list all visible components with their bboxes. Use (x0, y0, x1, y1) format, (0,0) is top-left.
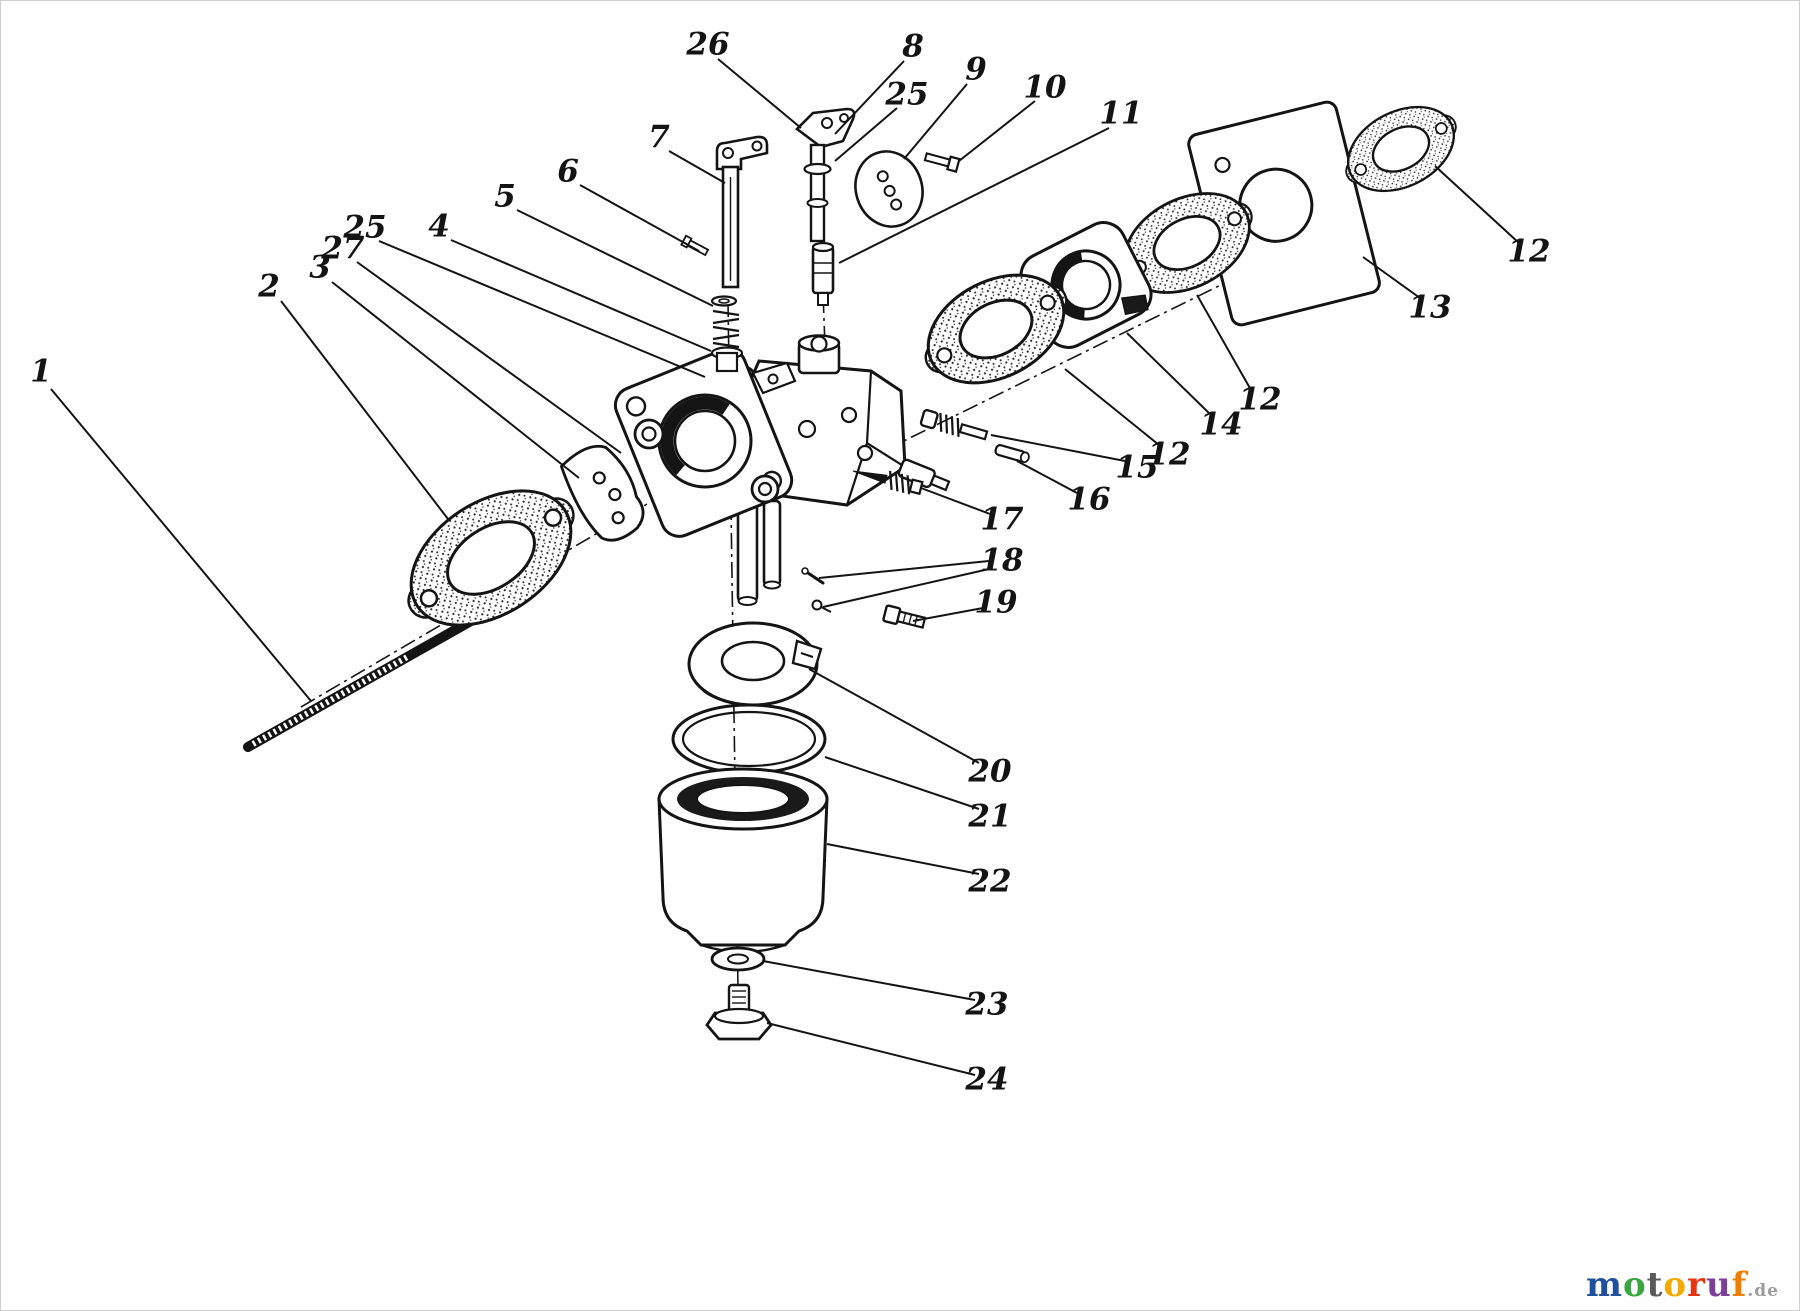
logo-letter: f (1731, 1265, 1748, 1305)
callout-number-1-2: 2 (257, 269, 280, 305)
leader-line-1-2-0 (280, 300, 449, 520)
leader-line-11-25-0 (834, 107, 898, 162)
part-screw-spring (919, 408, 989, 441)
part-idle-screw (852, 470, 924, 496)
callout-number-6-5: 5 (494, 179, 516, 215)
part-gasket-right-outer (1345, 105, 1457, 193)
leader-line-14-11-0 (838, 127, 1110, 264)
leader-line-10-8-0 (834, 60, 905, 135)
callout-number-27-22: 22 (967, 864, 1011, 900)
part-bowl-bolt (705, 983, 773, 1041)
leader-line-27-22-0 (826, 843, 980, 875)
callout-number-11-25: 25 (884, 77, 928, 113)
part-gasket-left (407, 489, 575, 627)
callout-number-10-8: 8 (901, 29, 924, 65)
part-bowl-oring (671, 703, 827, 775)
leader-line-23-18-0 (818, 560, 990, 579)
leader-line-2-3-0 (331, 281, 580, 479)
leader-line-20-15-0 (990, 434, 1126, 462)
callout-number-12-9: 9 (965, 52, 987, 88)
motoruf-logo[interactable]: motoruf.de (1586, 1268, 1779, 1302)
logo-letter: u (1706, 1265, 1732, 1305)
leader-line-22-17-0 (920, 487, 991, 515)
part-diaphragm (854, 150, 924, 228)
part-mounting-stud (243, 616, 476, 752)
part-needle-valve (811, 241, 835, 306)
leader-line-18-14-0 (1126, 332, 1212, 416)
callout-number-15-12: 12 (1507, 234, 1550, 270)
callout-number-24-19: 19 (974, 585, 1017, 621)
leader-line-7-6-0 (579, 184, 700, 252)
part-baffle-plate (559, 444, 645, 542)
callout-number-26-21: 21 (967, 799, 1011, 835)
part-screw-small (923, 152, 961, 173)
logo-letter: o (1622, 1265, 1647, 1305)
callout-number-4-25: 25 (342, 210, 386, 246)
part-float-bowl (657, 767, 829, 954)
callout-number-7-6: 6 (557, 154, 579, 190)
callout-number-0-1: 1 (30, 354, 52, 390)
part-screw-tiny (680, 234, 710, 257)
leader-line-19-12-0 (1064, 368, 1160, 446)
callout-number-2-3: 3 (309, 250, 331, 286)
callout-number-3-27: 27 (320, 231, 365, 267)
part-washer (710, 946, 766, 972)
leader-line-5-4-0 (450, 239, 712, 352)
leader-line-3-27-0 (356, 261, 622, 454)
callout-number-20-15: 15 (1115, 450, 1158, 486)
callout-number-25-20: 20 (967, 754, 1012, 790)
callout-number-5-4: 4 (428, 209, 450, 245)
part-throttle-shaft (715, 135, 769, 289)
logo-letter: m (1586, 1265, 1623, 1305)
leader-line-6-5-0 (516, 209, 714, 307)
logo-suffix: .de (1747, 1281, 1779, 1301)
callout-number-13-10: 10 (1023, 70, 1067, 106)
logo-letter: r (1687, 1265, 1706, 1305)
callout-number-17-12: 12 (1238, 382, 1281, 418)
leader-line-17-12-0 (1196, 294, 1252, 391)
leader-line-8-7-0 (668, 150, 726, 184)
leader-line-24-19-0 (912, 607, 984, 622)
leader-line-16-13-0 (1362, 256, 1421, 299)
part-jet-spring-stack (710, 295, 744, 373)
logo-letter: o (1663, 1265, 1688, 1305)
callout-number-19-12: 12 (1147, 437, 1190, 473)
callout-number-16-13: 13 (1408, 290, 1451, 326)
callout-number-8-7: 7 (648, 120, 670, 156)
callout-number-21-16: 16 (1067, 482, 1110, 518)
leader-line-29-24-0 (766, 1022, 976, 1076)
leader-line-4-25-0 (378, 240, 706, 378)
callout-number-14-11: 11 (1099, 96, 1142, 132)
leader-line-26-21-0 (824, 756, 980, 810)
leader-line-13-10-0 (958, 100, 1036, 162)
part-pin-and-clip (801, 567, 832, 613)
part-shield-plate (1187, 100, 1381, 327)
callout-number-9-26: 26 (685, 27, 729, 63)
leader-line-15-12-0 (1434, 165, 1520, 244)
callout-number-18-14: 14 (1199, 407, 1242, 443)
callout-number-22-17: 17 (980, 502, 1024, 538)
leader-line-9-26-0 (717, 58, 802, 129)
leader-line-23-18-1 (822, 568, 990, 608)
part-choke-shaft (795, 107, 856, 243)
part-float (687, 621, 823, 707)
logo-letter: t (1646, 1265, 1664, 1305)
leader-line-12-9-0 (903, 83, 968, 160)
leader-line-0-1-0 (50, 388, 312, 702)
part-pin (994, 444, 1030, 464)
part-hex-screw (882, 604, 927, 629)
leader-line-25-20-0 (808, 668, 980, 764)
part-gasket-right-inner (924, 273, 1068, 385)
callout-number-28-23: 23 (964, 987, 1008, 1023)
part-carburetor-body (613, 334, 951, 606)
callout-number-29-24: 24 (964, 1062, 1008, 1098)
leader-line-21-16-0 (1016, 460, 1078, 494)
callout-number-23-18: 18 (980, 543, 1023, 579)
leader-line-28-23-0 (762, 960, 976, 1001)
